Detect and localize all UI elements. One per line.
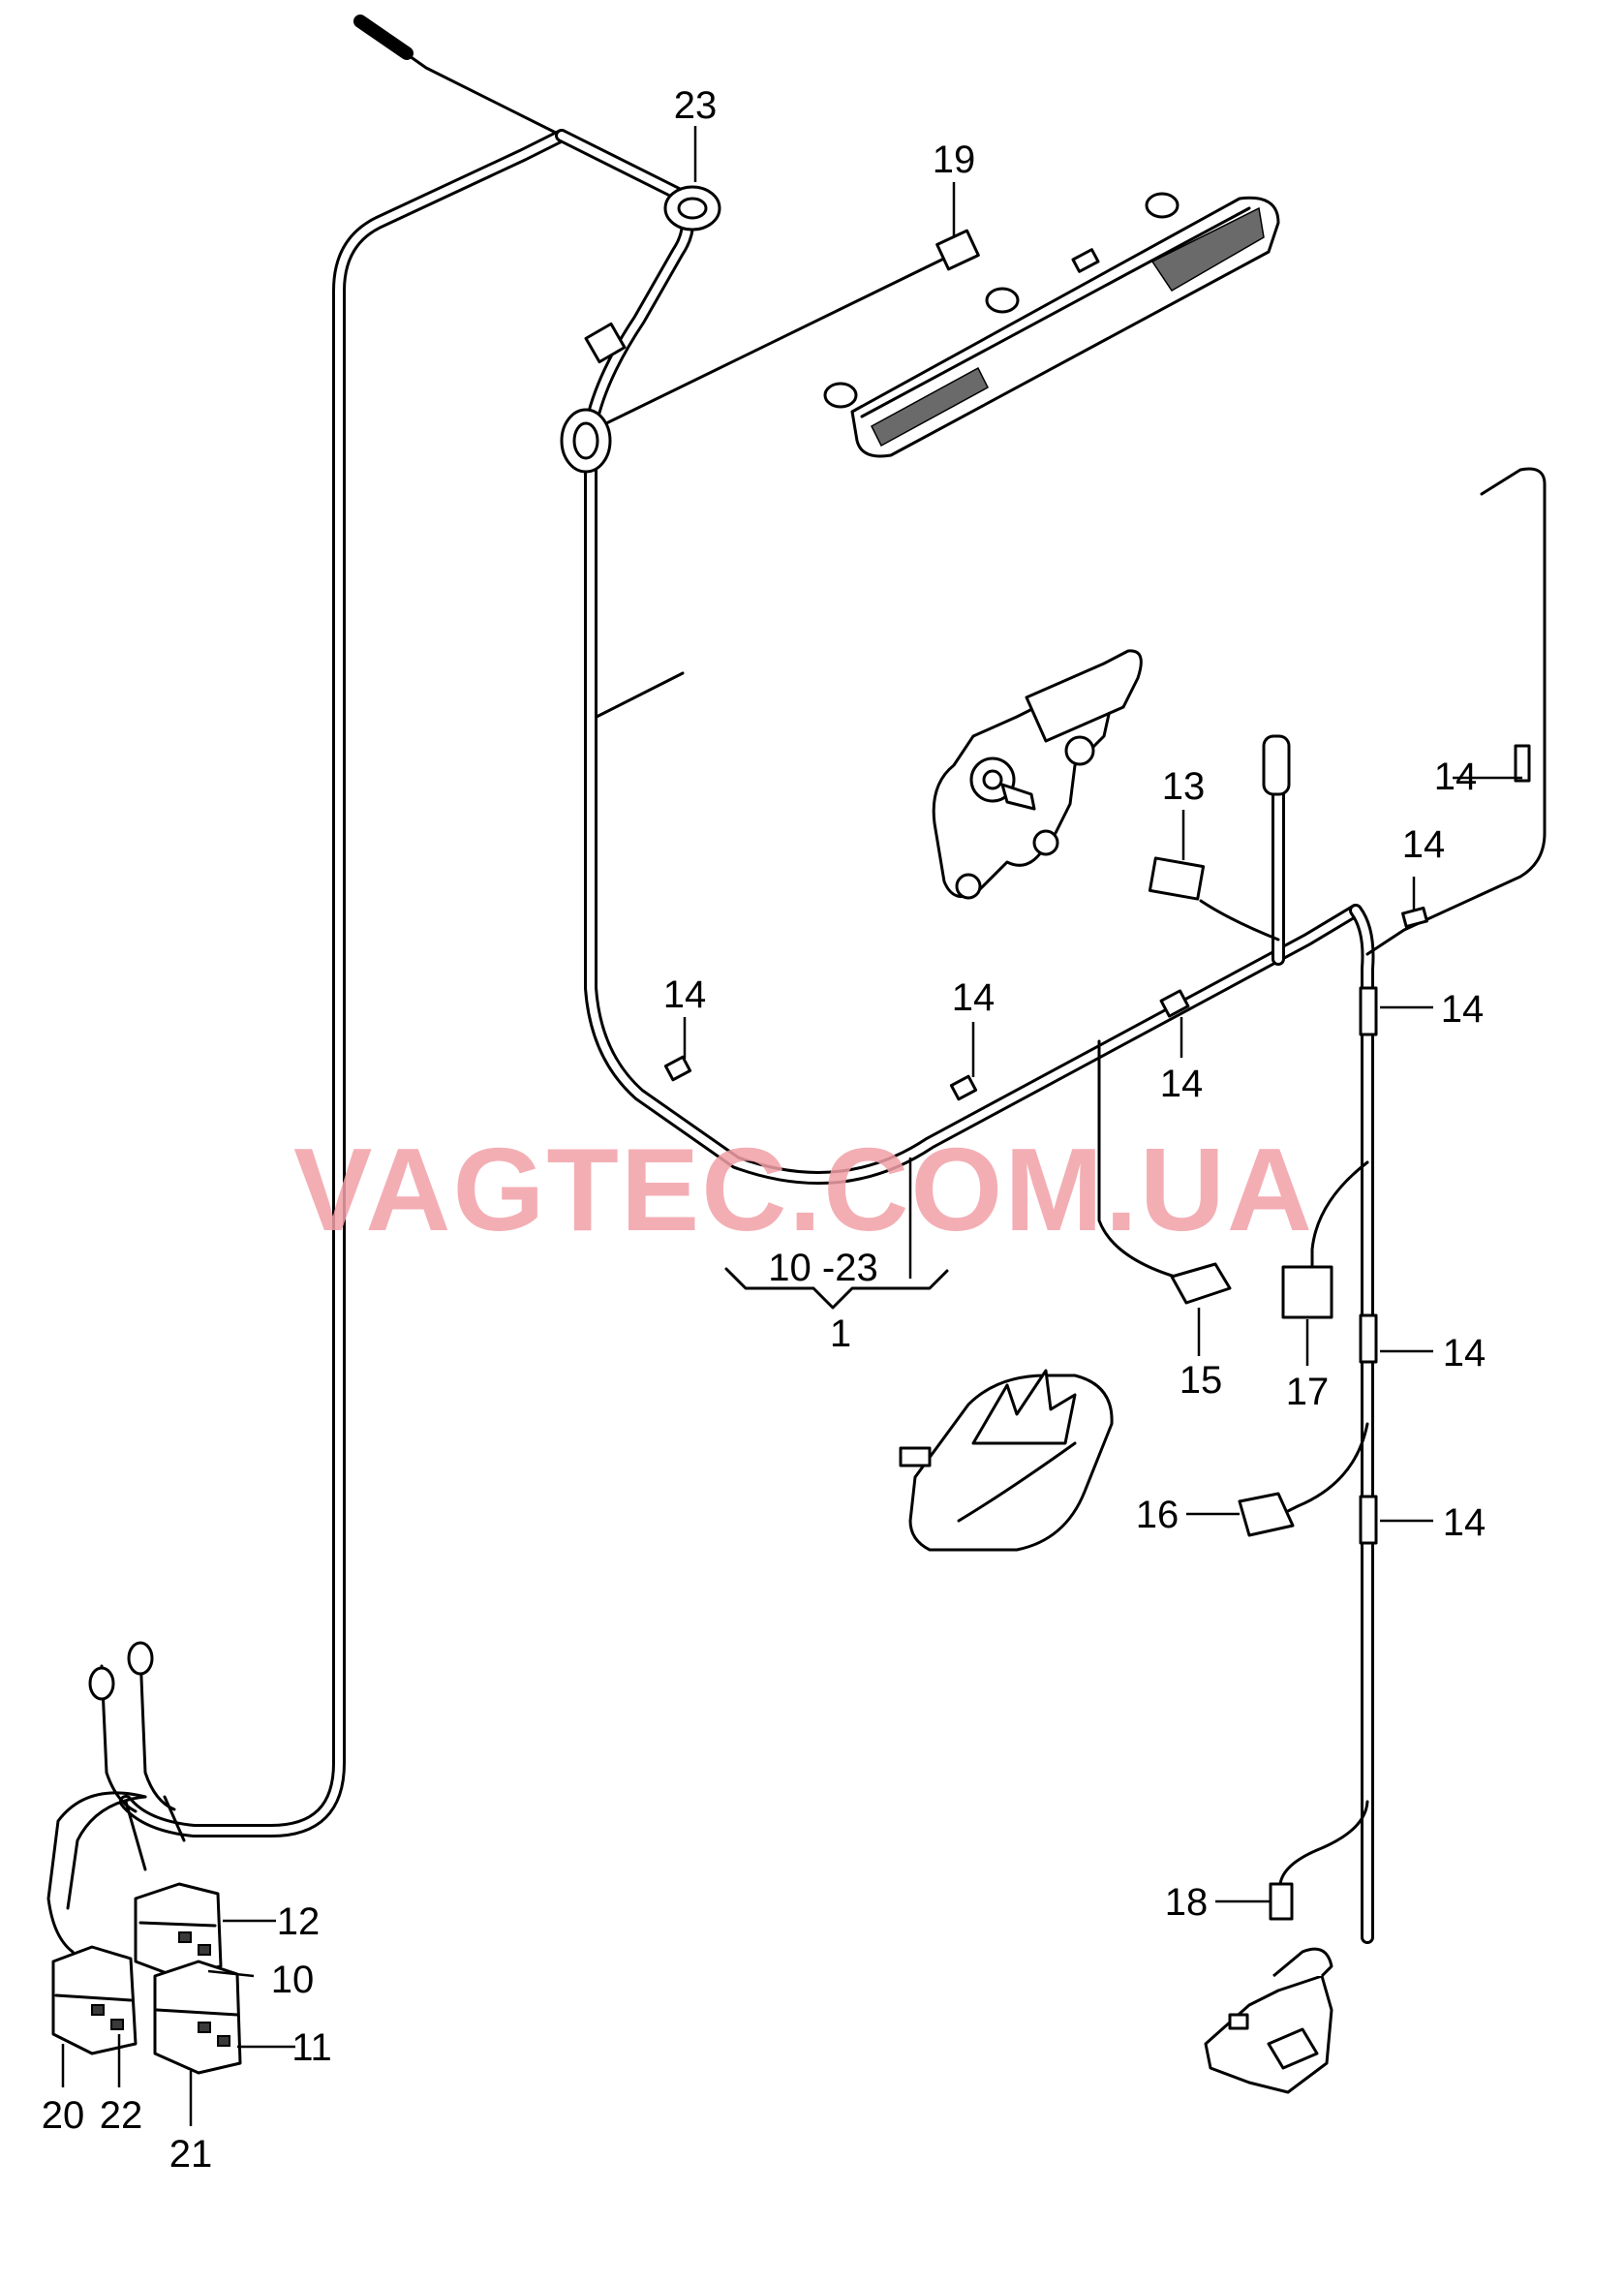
rod-top <box>1262 734 1291 796</box>
callout-11: 11 <box>291 2026 332 2069</box>
callout-14: 14 <box>1443 1332 1486 1374</box>
callout-13: 13 <box>1162 765 1206 808</box>
callout-14: 14 <box>1441 988 1485 1031</box>
relay-connector-12 <box>134 1882 223 1978</box>
callout-range: 10 -23 <box>768 1247 877 1289</box>
callout-22: 22 <box>100 2094 143 2137</box>
callout-19: 19 <box>933 139 976 181</box>
callout-14: 14 <box>1402 823 1446 866</box>
tailgate-lock-icon <box>1204 1947 1333 2094</box>
callout-16: 16 <box>1136 1494 1180 1536</box>
callout-18: 18 <box>1165 1881 1209 1924</box>
grommet-23 <box>560 185 721 474</box>
connector-18 <box>1269 1882 1294 1921</box>
brake-light-icon <box>823 192 1280 458</box>
connector-15 <box>1170 1262 1232 1305</box>
license-plate-light-icon <box>899 1369 1114 1552</box>
callout-14: 14 <box>1443 1501 1486 1544</box>
watermark: VAGTEC.COM.UA <box>293 1124 1314 1255</box>
callout-1: 1 <box>830 1312 851 1355</box>
main-harness <box>119 15 1375 1944</box>
connector-13 <box>1148 856 1206 901</box>
callout-20: 20 <box>42 2094 85 2137</box>
callout-21: 21 <box>169 2133 213 2176</box>
callout-12: 12 <box>277 1900 321 1943</box>
clips-14 <box>663 744 1531 1545</box>
callout-14: 14 <box>952 976 996 1019</box>
callout-14: 14 <box>1434 756 1478 798</box>
leader-lines <box>61 126 1522 2126</box>
callout-15: 15 <box>1180 1359 1223 1402</box>
callout-14: 14 <box>1160 1063 1204 1105</box>
callout-17: 17 <box>1286 1371 1330 1413</box>
connector-17 <box>1281 1265 1333 1319</box>
relay-connector-11-21 <box>153 1960 242 2075</box>
callout-labels: 23 19 13 14 14 14 14 14 14 14 14 15 17 1… <box>42 84 1486 2176</box>
wiper-motor-icon <box>932 649 1143 900</box>
relay-connector-20-22 <box>51 1945 138 2055</box>
callout-23: 23 <box>674 84 718 127</box>
callout-14: 14 <box>663 973 707 1016</box>
ground-eyelet-icon <box>88 1641 154 1701</box>
thin-wires <box>46 252 1547 1954</box>
connector-19 <box>935 229 980 271</box>
callout-10: 10 <box>271 1959 315 2001</box>
connector-16 <box>1238 1492 1295 1537</box>
